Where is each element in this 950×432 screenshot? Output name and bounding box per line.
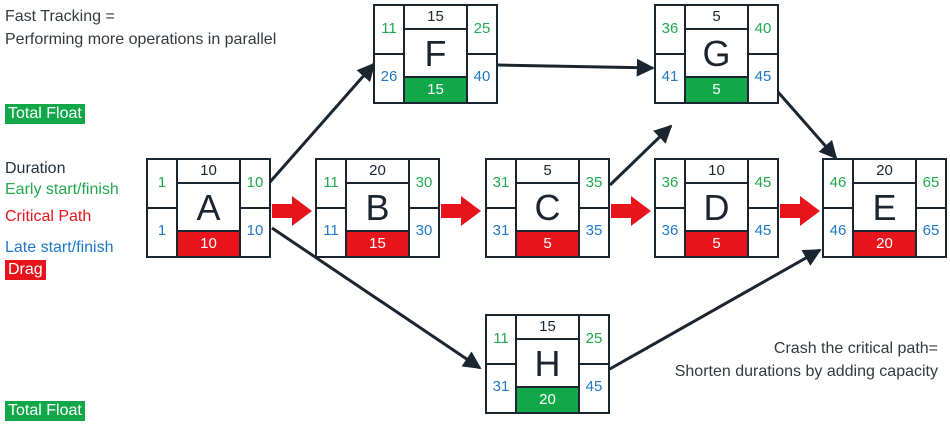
total-float-top-badge: Total Float xyxy=(5,104,85,124)
arrow-g-e xyxy=(776,91,838,160)
critical-arrow-d-e xyxy=(780,196,820,226)
arrow-c-g xyxy=(608,124,673,187)
node-g-late-finish: 45 xyxy=(754,68,772,85)
node-a-early-start: 1 xyxy=(157,174,167,191)
fast-tracking-desc: Performing more operations in parallel xyxy=(5,31,277,48)
node-g-total-float: 5 xyxy=(686,76,747,102)
node-e-early-finish: 65 xyxy=(922,174,940,191)
node-b-drag: 15 xyxy=(347,230,408,256)
crash-title: Crash the critical path= xyxy=(773,340,938,357)
arrow-h-e xyxy=(607,248,822,372)
node-e-early-start: 46 xyxy=(829,174,847,191)
node-f-early-start: 11 xyxy=(381,20,397,37)
node-e-late-start: 46 xyxy=(829,222,847,239)
legend-drag-badge: Drag xyxy=(5,260,46,280)
node-h-early-finish: 25 xyxy=(585,330,603,347)
node-f-late-start: 26 xyxy=(380,68,398,85)
node-g-early-finish: 40 xyxy=(754,20,772,37)
crash-desc: Shorten durations by adding capacity xyxy=(674,363,938,380)
legend-duration: Duration xyxy=(5,160,66,177)
arrow-f-g xyxy=(497,58,655,77)
node-f-late-finish: 40 xyxy=(473,68,491,85)
node-b-early-finish: 30 xyxy=(415,174,433,191)
node-a-drag: 10 xyxy=(178,230,239,256)
node-f: 15 F 15 11 25 26 40 xyxy=(373,4,498,104)
legend-early-start-finish: Early start/finish xyxy=(5,181,119,198)
node-a-late-start: 1 xyxy=(157,222,167,239)
node-g-early-start: 36 xyxy=(661,20,679,37)
node-h-late-finish: 45 xyxy=(585,378,603,395)
node-c-early-finish: 35 xyxy=(585,174,603,191)
node-g: 5 G 5 36 40 41 45 xyxy=(654,4,779,104)
node-f-total-float: 15 xyxy=(405,76,466,102)
node-a: 10 A 10 1 10 1 10 xyxy=(146,158,271,258)
node-c-early-start: 31 xyxy=(492,174,510,191)
node-g-duration: 5 xyxy=(686,6,747,30)
node-f-early-finish: 25 xyxy=(473,20,491,37)
node-c-drag: 5 xyxy=(517,230,578,256)
node-c-letter: C xyxy=(534,187,561,228)
node-e-drag: 20 xyxy=(854,230,915,256)
node-h-duration: 15 xyxy=(517,316,578,340)
node-d-drag: 5 xyxy=(686,230,747,256)
node-c: 5 C 5 31 35 31 35 xyxy=(485,158,610,258)
node-b: 20 B 15 11 30 11 30 xyxy=(315,158,440,258)
node-c-duration: 5 xyxy=(517,160,578,184)
node-h-total-float: 20 xyxy=(517,386,578,412)
critical-arrow-a-b xyxy=(272,196,312,226)
arrow-a-h xyxy=(271,226,482,370)
arrow-a-f xyxy=(268,62,376,183)
node-c-late-start: 31 xyxy=(492,222,510,239)
node-b-early-start: 11 xyxy=(323,174,339,191)
node-h: 15 H 20 11 25 31 45 xyxy=(485,314,610,414)
node-f-letter: F xyxy=(424,33,447,74)
node-h-letter: H xyxy=(534,343,561,384)
node-f-duration: 15 xyxy=(405,6,466,30)
node-c-late-finish: 35 xyxy=(585,222,603,239)
critical-arrow-b-c xyxy=(441,196,481,226)
node-d-late-start: 36 xyxy=(661,222,679,239)
node-d-late-finish: 45 xyxy=(754,222,772,239)
fast-tracking-title: Fast Tracking = xyxy=(5,8,115,25)
node-d-early-finish: 45 xyxy=(754,174,772,191)
node-b-late-start: 11 xyxy=(323,222,339,239)
legend-critical-path: Critical Path xyxy=(5,208,92,225)
node-a-duration: 10 xyxy=(178,160,239,184)
node-d: 10 D 5 36 45 36 45 xyxy=(654,158,779,258)
node-d-letter: D xyxy=(703,187,730,228)
node-b-letter: B xyxy=(365,187,390,228)
node-a-early-finish: 10 xyxy=(246,174,264,191)
node-a-letter: A xyxy=(196,187,221,228)
node-d-duration: 10 xyxy=(686,160,747,184)
node-a-late-finish: 10 xyxy=(246,222,264,239)
node-h-early-start: 11 xyxy=(493,330,509,347)
node-e-late-finish: 65 xyxy=(922,222,940,239)
node-b-duration: 20 xyxy=(347,160,408,184)
node-e: 20 E 20 46 65 46 65 xyxy=(822,158,947,258)
node-g-letter: G xyxy=(702,33,731,74)
critical-arrow-c-d xyxy=(611,196,651,226)
legend-late-start-finish: Late start/finish xyxy=(5,239,114,256)
total-float-bottom-badge: Total Float xyxy=(5,401,85,421)
node-h-late-start: 31 xyxy=(492,378,510,395)
node-e-duration: 20 xyxy=(854,160,915,184)
node-g-late-start: 41 xyxy=(661,68,679,85)
node-b-late-finish: 30 xyxy=(415,222,433,239)
node-e-letter: E xyxy=(872,187,897,228)
node-d-early-start: 36 xyxy=(661,174,679,191)
